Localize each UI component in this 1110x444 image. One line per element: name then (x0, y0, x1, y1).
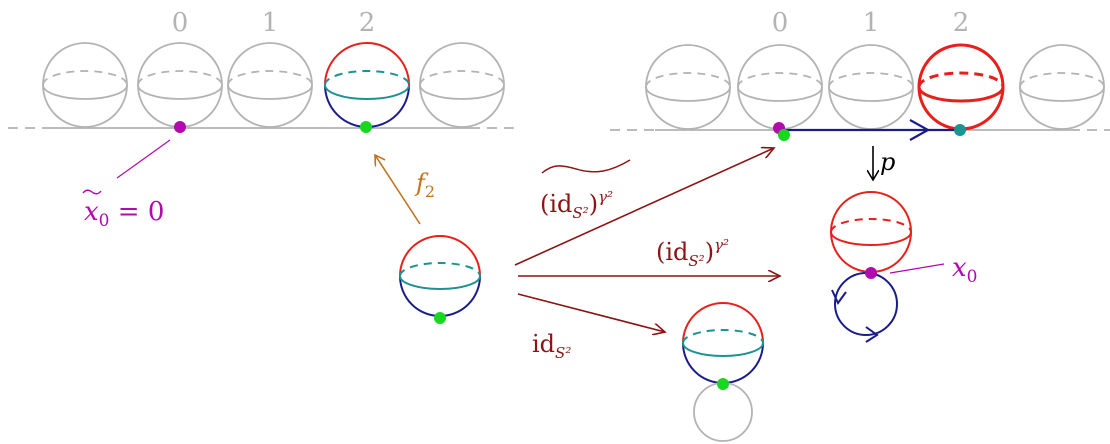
base-space: x0 (831, 192, 978, 342)
x0-base: x (952, 253, 967, 283)
id-arrow: idS² (518, 294, 665, 362)
projection-arrow: p (873, 146, 895, 180)
right-sphere-a (646, 45, 730, 129)
x0-point (865, 267, 877, 279)
svg-text:f2: f2 (414, 169, 435, 201)
tilde-mark (83, 190, 101, 194)
right-index-1: 1 (863, 8, 880, 38)
left-sphere-0 (138, 43, 222, 127)
svg-text:(idS²)γ²: (idS²)γ² (540, 188, 613, 222)
right-cover-row: 0 1 2 (610, 8, 1110, 141)
x0-sub: 0 (967, 267, 978, 287)
base-sphere (831, 192, 911, 272)
right-sphere-1 (829, 45, 913, 129)
left-sphere-1 (228, 43, 312, 127)
left-sphere-2-colored (325, 43, 409, 127)
svg-text:(idS²)γ²: (idS²)γ² (656, 236, 729, 270)
wedge-target (683, 303, 763, 441)
left-lift-point (360, 121, 372, 133)
x0-leader (890, 264, 944, 273)
f2-arrow: f2 (375, 155, 435, 224)
right-sphere-0 (738, 45, 822, 129)
left-sphere-b (420, 43, 504, 127)
lifted-map-sub: S² (572, 204, 588, 222)
lifted-map-close: ) (589, 190, 598, 218)
svg-text:x0: x0 (952, 253, 978, 287)
right-start-point-green (778, 129, 790, 141)
wedge-gray-circle (694, 383, 752, 441)
right-end-point-teal (954, 124, 966, 136)
lifted-map-text: (id (540, 190, 572, 218)
right-index-0: 0 (772, 8, 789, 38)
lifted-map-sup: γ² (598, 188, 613, 206)
source-sphere-point (434, 312, 446, 324)
map-arrow: (idS²)γ² (518, 236, 780, 276)
loop-arrow-left (832, 290, 846, 303)
left-cover-row: 0 1 2 x0 = 0 (8, 8, 520, 231)
id-sub: S² (555, 344, 571, 362)
x0-tilde-rest: = 0 (110, 197, 165, 227)
id-text: id (532, 330, 555, 358)
f2-sub: 2 (425, 182, 435, 201)
x0-tilde-leader (117, 140, 170, 178)
right-index-2: 2 (953, 8, 970, 38)
wedge-point (717, 378, 729, 390)
x0-tilde-sub: 0 (99, 211, 110, 231)
map-close: ) (705, 238, 714, 266)
left-index-2: 2 (359, 8, 376, 38)
map-sup: γ² (714, 236, 729, 254)
left-index-1: 1 (262, 8, 279, 38)
p-label: p (880, 148, 895, 176)
lifted-map-arrow: (idS²)γ² (515, 148, 774, 265)
wedge-sphere (683, 303, 763, 383)
svg-text:idS²: idS² (532, 330, 571, 362)
lifted-map-wide-tilde (542, 160, 630, 173)
source-sphere (400, 236, 480, 316)
x0-tilde-label: x0 = 0 (83, 190, 164, 231)
right-sphere-b (1020, 45, 1104, 129)
x0-tilde-point (174, 121, 186, 133)
x0-tilde-base: x (84, 197, 99, 227)
map-text: (id (656, 238, 688, 266)
right-sphere-2-red (919, 45, 1003, 129)
base-loop (835, 273, 897, 335)
left-sphere-a (43, 43, 127, 127)
svg-text:x0 = 0: x0 = 0 (84, 197, 164, 231)
left-index-0: 0 (172, 8, 189, 38)
map-sub: S² (688, 252, 704, 270)
